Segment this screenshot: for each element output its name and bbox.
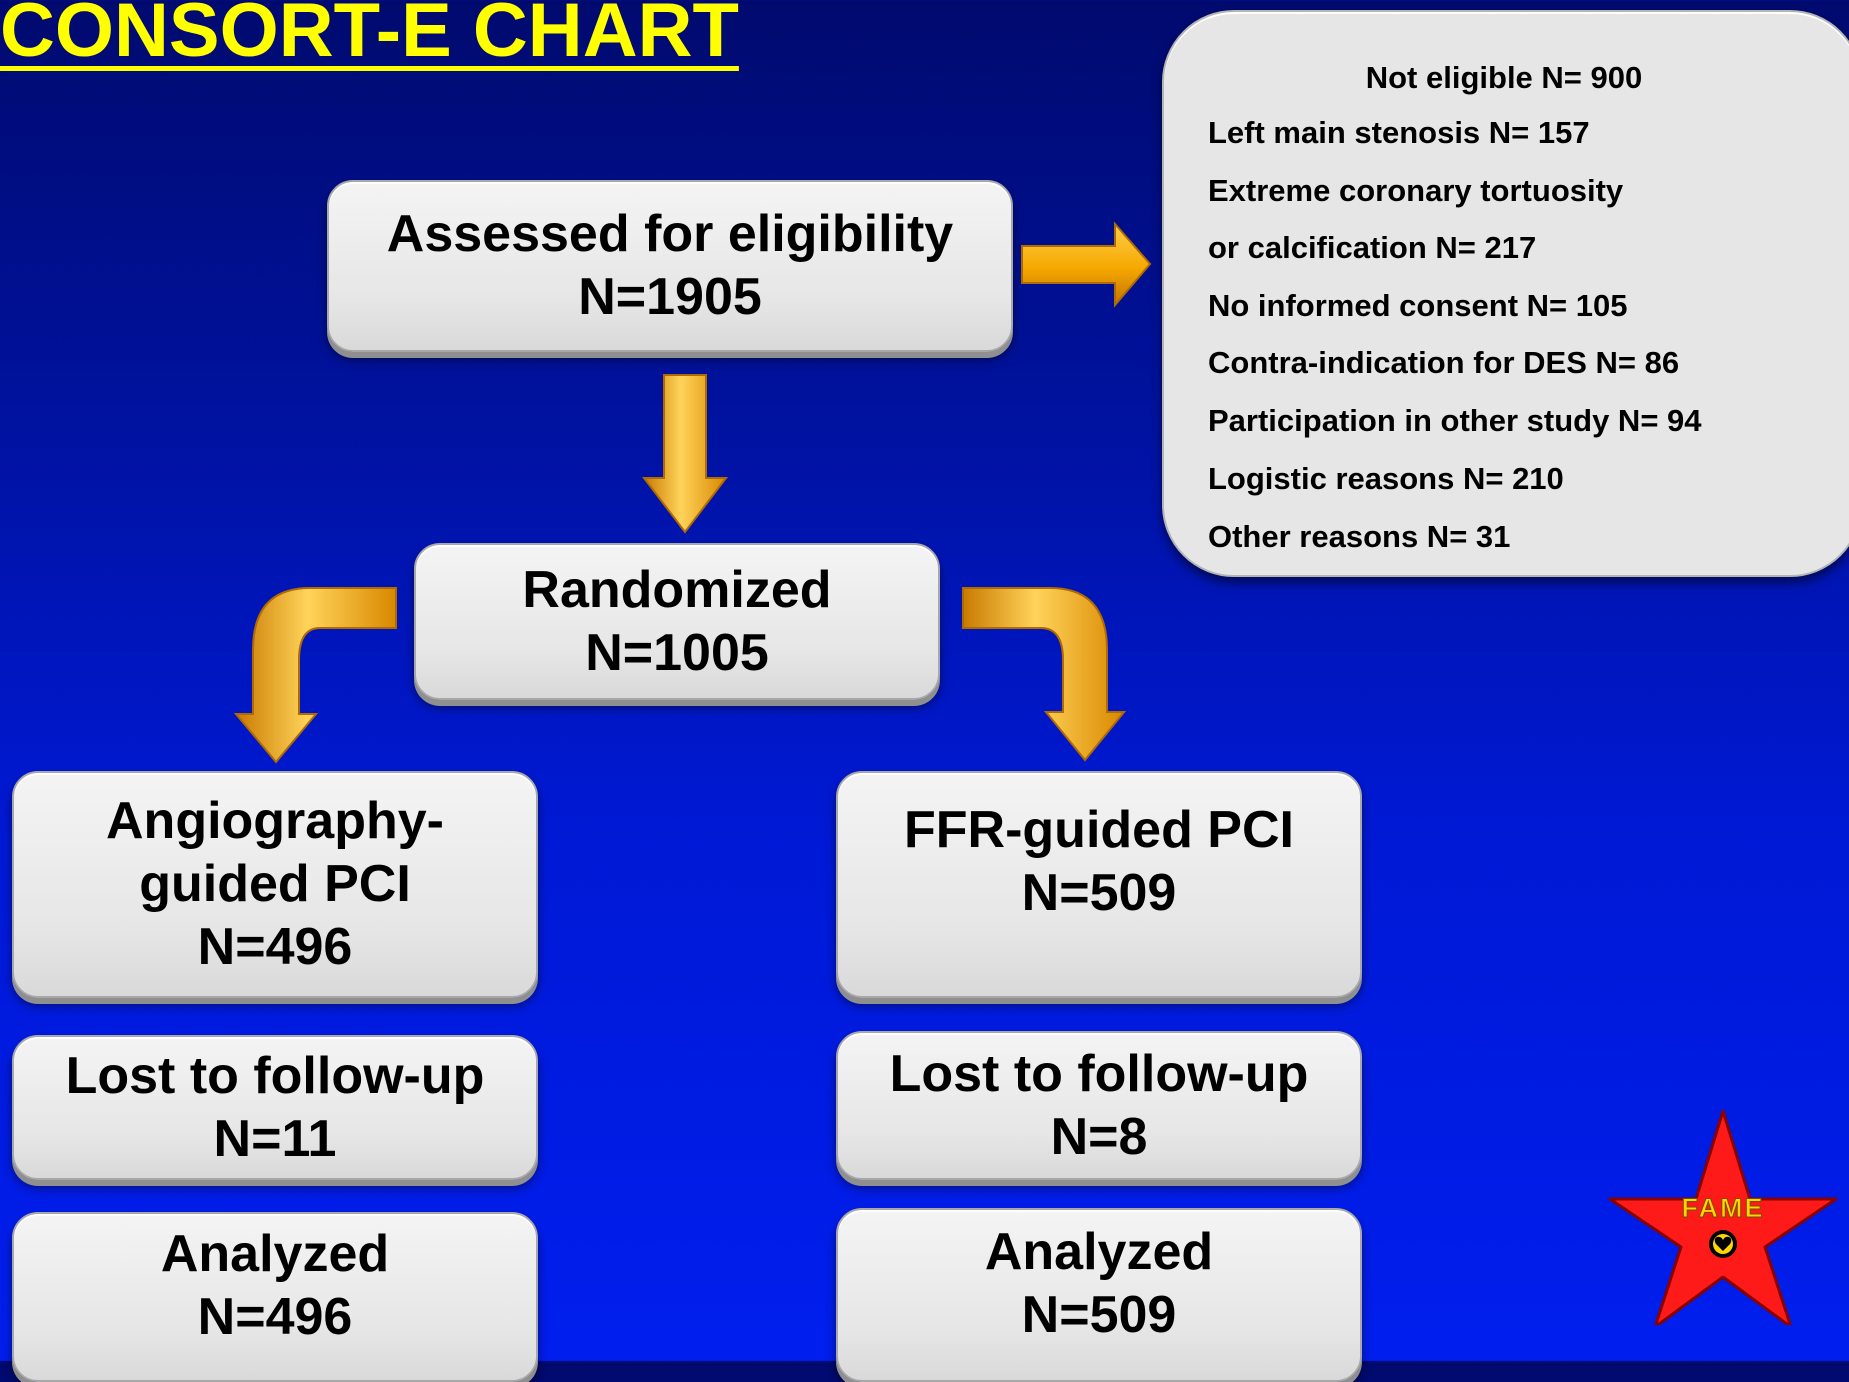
star-icon	[1608, 1109, 1838, 1325]
angio-lost-label: Lost to follow-up	[65, 1046, 485, 1105]
exclusion-reason: Other reasons N= 31	[1208, 519, 1511, 554]
ffr-analyzed-box: Analyzed N=509	[836, 1208, 1362, 1382]
exclusion-reason: Logistic reasons N= 210	[1208, 461, 1564, 496]
angio-analyzed-box: Analyzed N=496	[12, 1212, 538, 1382]
heart-icon	[1714, 1236, 1732, 1251]
exclusion-reason: Contra-indication for DES N= 86	[1208, 345, 1680, 380]
exclusion-reason: Participation in other study N= 94	[1208, 403, 1702, 438]
ffr-lost-label: Lost to follow-up	[889, 1044, 1309, 1103]
arrow-to-angio-arm	[233, 587, 397, 764]
angio-analyzed-label: Analyzed	[160, 1225, 390, 1283]
assessed-count: N=1905	[578, 268, 762, 326]
ffr-arm-label: FFR-guided PCI	[904, 801, 1294, 859]
arrow-to-randomized	[641, 374, 729, 534]
angio-arm-label-line2: guided PCI	[139, 855, 411, 913]
ffr-arm-count: N=509	[1021, 864, 1177, 922]
not-eligible-header: Not eligible N= 900	[1365, 60, 1643, 95]
assessed-label: Assessed for eligibility	[386, 205, 954, 263]
randomized-box: Randomized N=1005	[414, 543, 940, 700]
exclusion-reason: No informed consent N= 105	[1208, 288, 1628, 323]
arrow-to-not-eligible	[1021, 221, 1152, 308]
chart-title: CONSORT-E CHART	[0, 0, 739, 73]
angio-arm-count: N=496	[197, 918, 353, 976]
angio-lost-count: N=11	[213, 1109, 337, 1168]
ffr-lost-box: Lost to follow-up N=8	[836, 1031, 1362, 1180]
ffr-analyzed-label: Analyzed	[984, 1223, 1214, 1281]
ffr-analyzed-count: N=509	[1021, 1286, 1177, 1344]
exclusion-reason: Left main stenosis N= 157	[1208, 115, 1590, 150]
exclusion-reason: or calcification N= 217	[1208, 230, 1537, 265]
exclusion-reason: Extreme coronary tortuosity	[1208, 173, 1624, 208]
angio-arm-label-line1: Angiography-	[106, 792, 444, 850]
assessed-box: Assessed for eligibility N=1905	[327, 180, 1013, 352]
angio-lost-box: Lost to follow-up N=11	[12, 1035, 538, 1180]
randomized-count: N=1005	[585, 623, 769, 682]
angio-arm-box: Angiography- guided PCI N=496	[12, 771, 538, 998]
ffr-lost-count: N=8	[1050, 1107, 1148, 1166]
not-eligible-box: Not eligible N= 900 Left main stenosis N…	[1162, 10, 1849, 577]
fame-logo-text: FAME	[1681, 1193, 1764, 1223]
ffr-arm-box: FFR-guided PCI N=509	[836, 771, 1362, 998]
angio-analyzed-count: N=496	[197, 1288, 353, 1346]
arrow-to-ffr-arm	[962, 587, 1127, 762]
fame-star-logo: FAME	[1608, 1109, 1838, 1325]
randomized-label: Randomized	[522, 560, 832, 619]
